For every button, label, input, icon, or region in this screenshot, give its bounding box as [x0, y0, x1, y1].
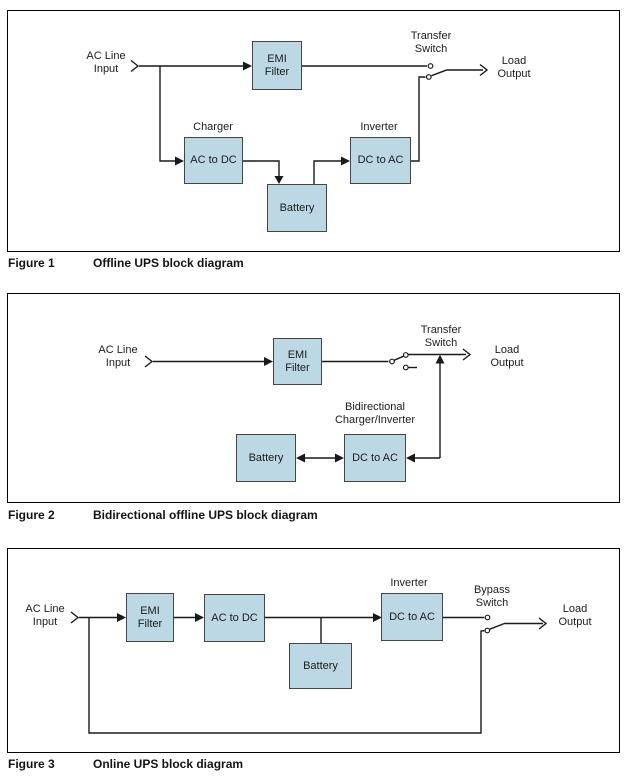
- label-transfer-switch: Transfer Switch: [420, 324, 462, 349]
- block-battery: Battery: [236, 434, 296, 482]
- label-inverter: Inverter: [360, 121, 398, 133]
- figure-1-caption-label: Figure 1: [8, 256, 55, 270]
- block-emi-filter: EMI Filter: [126, 593, 174, 642]
- block-battery: Battery: [289, 643, 352, 689]
- block-ac-to-dc: AC to DC: [184, 137, 243, 184]
- figure-1-caption-text: Offline UPS block diagram: [93, 256, 244, 270]
- block-emi-filter: EMI Filter: [252, 41, 302, 90]
- label-ac-line-input: AC Line Input: [86, 50, 126, 75]
- figure-2-caption-label: Figure 2: [8, 508, 55, 522]
- label-charger: Charger: [193, 121, 233, 133]
- label-load-output: Load Output: [490, 344, 524, 369]
- figure-3-caption-label: Figure 3: [8, 757, 55, 771]
- figure-2-frame: [7, 293, 620, 503]
- label-load-output: Load Output: [497, 55, 531, 80]
- figure-3-caption-text: Online UPS block diagram: [93, 757, 244, 771]
- label-inverter: Inverter: [390, 577, 428, 589]
- label-bypass-switch: Bypass Switch: [473, 584, 511, 609]
- block-dc-to-ac: DC to AC: [344, 434, 406, 482]
- label-load-output: Load Output: [558, 603, 592, 628]
- label-bidirectional-charger-inverter: Bidirectional Charger/Inverter: [334, 401, 416, 426]
- block-dc-to-ac: DC to AC: [381, 593, 443, 641]
- label-ac-line-input: AC Line Input: [98, 344, 138, 369]
- block-battery: Battery: [267, 184, 327, 232]
- label-transfer-switch: Transfer Switch: [410, 30, 452, 55]
- figure-2-caption-text: Bidirectional offline UPS block diagram: [93, 508, 318, 522]
- block-ac-to-dc: AC to DC: [204, 594, 265, 642]
- block-emi-filter: EMI Filter: [273, 338, 322, 385]
- block-dc-to-ac: DC to AC: [350, 137, 411, 184]
- label-ac-line-input: AC Line Input: [25, 603, 65, 628]
